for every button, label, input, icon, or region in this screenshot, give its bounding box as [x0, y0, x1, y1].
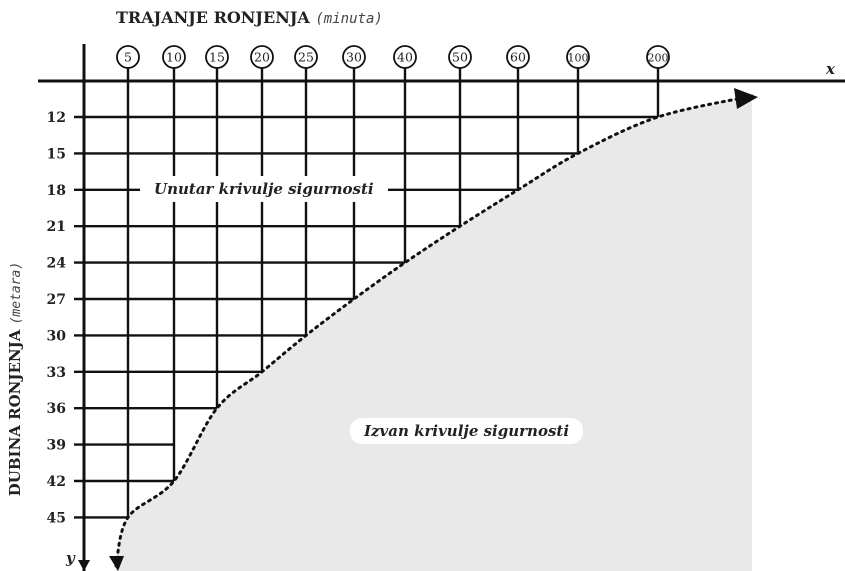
curve-arrow-start [109, 556, 124, 571]
depth-tick-27: 27 [47, 292, 66, 308]
safety-curve [114, 94, 754, 568]
duration-tick-30: 30 [346, 50, 362, 65]
depth-tick-15: 15 [47, 146, 66, 162]
curve-arrow-end [734, 88, 758, 109]
y-axis-arrow [78, 560, 90, 571]
x-axis-letter: x [825, 60, 836, 78]
duration-tick-100: 100 [568, 52, 589, 65]
depth-tick-21: 21 [47, 219, 66, 235]
duration-tick-5: 5 [124, 50, 132, 65]
duration-circle-15 [205, 45, 229, 69]
duration-circle-200 [646, 45, 670, 69]
axes [38, 44, 845, 571]
duration-circle-50 [448, 45, 472, 69]
duration-tick-50: 50 [452, 50, 468, 65]
y-axis-letter: y [65, 549, 76, 567]
curve-arrows [109, 88, 758, 571]
chart-title-text: TRAJANJE RONJENJA [116, 8, 310, 27]
duration-tick-10: 10 [166, 50, 182, 65]
outside-safety-region [116, 96, 752, 571]
y-axis-label-text: DUBINA RONJENJA [6, 329, 24, 497]
axis-letters: xy [65, 60, 836, 567]
y-axis-label: DUBINA RONJENJA (metara) [6, 249, 24, 509]
depth-tick-39: 39 [47, 438, 66, 454]
depth-tick-45: 45 [47, 510, 66, 526]
outside-safety-label: Izvan krivulje sigurnosti [350, 418, 584, 444]
duration-tick-20: 20 [254, 50, 270, 65]
duration-circle-5 [116, 45, 140, 69]
depth-tick-labels: 12 15 18 21 24 27 30 33 36 39 42 45 [47, 110, 67, 526]
duration-circle-10 [162, 45, 186, 69]
duration-circle-25 [294, 45, 318, 69]
duration-circle-100 [566, 45, 590, 69]
duration-circle-30 [342, 45, 366, 69]
duration-circle-20 [250, 45, 274, 69]
duration-tick-15: 15 [209, 50, 225, 65]
chart-title: TRAJANJE RONJENJA (minuta) [116, 8, 383, 27]
duration-tick-60: 60 [510, 50, 526, 65]
duration-tick-25: 25 [298, 50, 314, 65]
depth-tick-30: 30 [47, 328, 67, 344]
duration-tick-200: 200 [648, 52, 669, 65]
depth-tick-33: 33 [47, 365, 66, 381]
depth-tick-12: 12 [47, 110, 66, 126]
depth-tick-42: 42 [47, 474, 66, 490]
duration-tick-circles: 5 10 15 20 25 30 40 50 60 100 200 [116, 45, 670, 69]
duration-circle-40 [393, 45, 417, 69]
depth-tick-36: 36 [47, 401, 66, 417]
duration-circle-60 [506, 45, 530, 69]
y-axis-label-unit: (metara) [9, 261, 24, 325]
duration-tick-40: 40 [397, 50, 413, 65]
depth-tick-18: 18 [47, 183, 66, 199]
chart-title-unit: (minuta) [315, 11, 383, 27]
depth-tick-24: 24 [47, 256, 67, 272]
inside-safety-label: Unutar krivulje sigurnosti [140, 176, 388, 202]
